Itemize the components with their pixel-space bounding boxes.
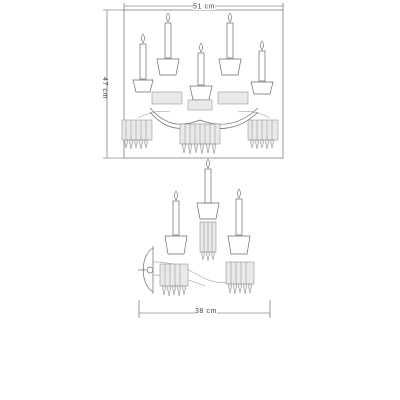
- width-dimension-label: 51 cm: [193, 4, 215, 11]
- front-candle-5: [250, 40, 274, 95]
- front-candle-3: [189, 42, 213, 101]
- front-arms: [149, 107, 259, 125]
- depth-dimension-label: 38 cm: [195, 308, 217, 315]
- side-candle-center: [196, 158, 220, 220]
- side-candle-right: [227, 188, 251, 255]
- front-candle-1: [132, 33, 154, 93]
- side-view: 38 cm: [138, 158, 271, 318]
- side-candle-left: [164, 190, 188, 255]
- front-view: 51 cm 47 cm: [97, 1, 284, 159]
- front-candle-4: [218, 12, 242, 76]
- front-crystal-pendants: [121, 91, 279, 155]
- side-crystal-pendants: [159, 221, 255, 297]
- front-candle-2: [156, 12, 180, 76]
- height-dimension-label: 47 cm: [101, 77, 108, 99]
